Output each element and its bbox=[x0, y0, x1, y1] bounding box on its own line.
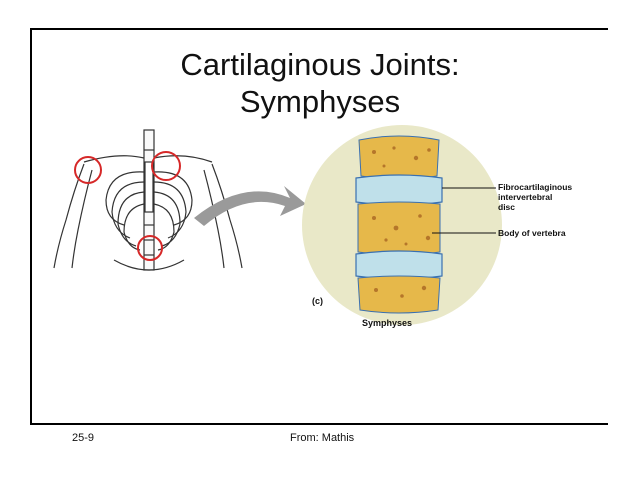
slide-border-bottom bbox=[30, 423, 608, 425]
highlight-vertebrae bbox=[137, 235, 163, 261]
vertebra-body-bottom bbox=[357, 275, 441, 314]
vertebra-body-middle bbox=[357, 201, 441, 256]
label-disc-line-3: disc bbox=[498, 202, 515, 212]
intervertebral-disc-lower bbox=[355, 250, 443, 280]
source-credit: From: Mathis bbox=[290, 432, 355, 444]
slide-title: Cartilaginous Joints: Symphyses bbox=[80, 46, 560, 120]
symphyses-figure: Fibrocartilaginous intervertebral disc B… bbox=[53, 125, 572, 328]
title-line-1: Cartilaginous Joints: bbox=[180, 47, 460, 82]
highlight-sternum bbox=[151, 151, 181, 181]
slide-number: 25-9 bbox=[72, 432, 95, 444]
figure-caption: Symphyses bbox=[362, 318, 412, 328]
label-disc-line-1: Fibrocartilaginous bbox=[498, 182, 572, 192]
skeleton-illustration bbox=[53, 129, 243, 271]
title-line-2: Symphyses bbox=[239, 84, 401, 119]
label-disc-line-2: intervertebral bbox=[498, 192, 552, 202]
panel-letter: (c) bbox=[312, 296, 323, 306]
slide-border-left bbox=[30, 28, 32, 424]
vertebral-column-detail bbox=[355, 135, 443, 314]
pointer-arrow bbox=[194, 186, 306, 226]
intervertebral-disc-upper bbox=[355, 174, 443, 206]
vertebra-body-top bbox=[358, 135, 440, 180]
label-vertebra-body: Body of vertebra bbox=[498, 228, 566, 238]
joint-highlights bbox=[74, 151, 181, 261]
slide-border-top bbox=[30, 28, 608, 30]
highlight-shoulder bbox=[74, 156, 102, 184]
